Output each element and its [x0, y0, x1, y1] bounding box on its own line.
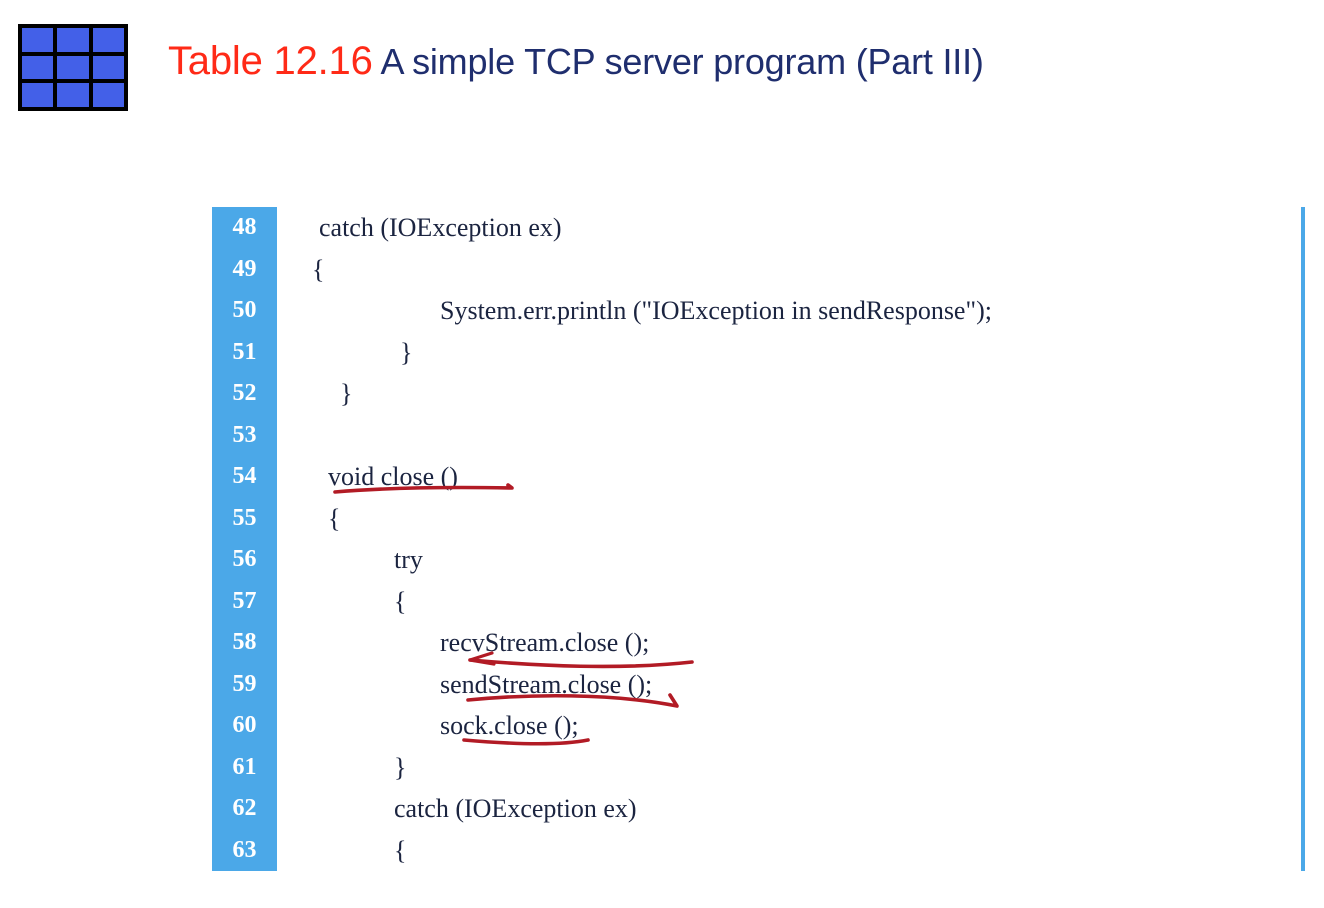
code-text: }: [400, 337, 413, 367]
line-number-gutter: [212, 207, 277, 871]
code-line: 55 {: [212, 498, 1304, 540]
line-number: 55: [232, 504, 257, 531]
line-number: 51: [232, 338, 257, 365]
code-text: {: [328, 503, 341, 533]
code-text: void close (): [328, 462, 458, 491]
code-line: 51}: [212, 332, 1304, 374]
code-listing: 48 catch (IOException ex) 49 {50 System.err.…: [212, 207, 1305, 871]
logo-cell: [57, 55, 89, 80]
code-text: System.err.println ("IOException in send…: [440, 296, 992, 325]
code-text: {: [394, 586, 407, 616]
page-title: Table 12.16 A simple TCP server program …: [168, 36, 984, 87]
code-line: 49 {: [212, 249, 1304, 291]
code-text: }: [340, 379, 353, 408]
code-text: {: [394, 835, 407, 865]
code-text: sock.close ();: [440, 711, 579, 740]
logo-cell: [22, 55, 54, 80]
code-text: recvStream.close ();: [440, 628, 650, 657]
line-number: 52: [232, 380, 257, 406]
code-line: 59 sendStream.close ();: [212, 664, 1304, 706]
line-number: 57: [232, 587, 257, 614]
line-number: 50: [232, 297, 257, 323]
code-line: 52}: [212, 373, 1304, 415]
line-number: 60: [232, 712, 257, 738]
logo-cell: [22, 28, 54, 52]
logo-cell: [92, 28, 124, 52]
code-text: catch (IOException ex): [394, 794, 637, 823]
code-line: 50 System.err.println ("IOException in se…: [212, 290, 1304, 332]
line-number: 48: [232, 214, 257, 240]
line-number: 58: [232, 629, 257, 655]
page-title-number: Table 12.16: [168, 39, 373, 83]
code-line: 57 {: [212, 581, 1304, 623]
code-text: sendStream.close ();: [440, 669, 653, 699]
code-line: 62 catch (IOException ex): [212, 788, 1304, 830]
code-text: {: [312, 254, 325, 284]
code-text: catch (IOException ex): [319, 213, 562, 242]
logo-cell: [92, 55, 124, 80]
right-vertical-rule: [1301, 207, 1305, 871]
code-line: 61}: [212, 747, 1304, 789]
line-number: 54: [232, 463, 257, 489]
line-number: 61: [232, 753, 257, 780]
code-line: 58 recvStream.close ();: [212, 622, 1304, 664]
code-line: 54 void close (): [212, 456, 1304, 498]
logo-cell: [22, 83, 54, 107]
code-line: 53: [212, 415, 1304, 457]
logo-cell: [57, 28, 89, 52]
code-text: }: [394, 752, 407, 782]
line-number: 63: [232, 836, 257, 863]
code-line: 60 sock.close ();: [212, 705, 1304, 747]
code-line: 48 catch (IOException ex): [212, 207, 1304, 249]
code-line: 56 try: [212, 539, 1304, 581]
grid-logo-icon: [18, 24, 128, 111]
logo-cell: [92, 83, 124, 107]
line-number: 49: [232, 255, 257, 282]
line-number: 56: [232, 546, 257, 572]
line-number: 59: [232, 670, 257, 697]
slide-header: Table 12.16 A simple TCP server program …: [0, 0, 1324, 150]
code-text: try: [394, 545, 423, 574]
logo-cell: [57, 83, 89, 107]
line-number: 62: [232, 795, 257, 821]
page-title-caption: A simple TCP server program (Part III): [372, 41, 984, 82]
line-number: 53: [232, 421, 257, 448]
code-rows: 48 catch (IOException ex) 49 {50 System.err.…: [212, 207, 1304, 871]
code-line: 63 {: [212, 830, 1304, 872]
